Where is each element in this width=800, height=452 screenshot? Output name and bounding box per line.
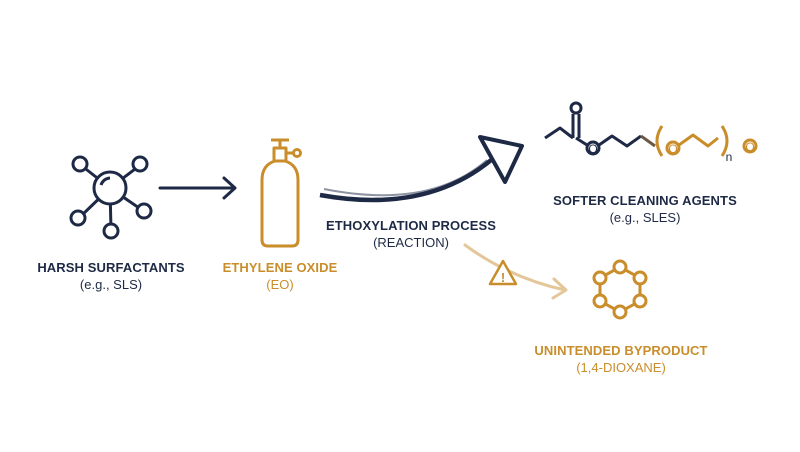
unintended-byproduct-subtitle: (1,4-DIOXANE): [576, 360, 666, 375]
molecule-icon: [69, 155, 153, 240]
harsh-surfactants-title: HARSH SURFACTANTS: [37, 260, 185, 275]
atom-label-o: O: [745, 140, 754, 154]
ethylene-oxide-subtitle: (EO): [266, 277, 294, 292]
gas-cylinder-icon: [260, 138, 302, 248]
warning-glyph: !: [501, 270, 505, 285]
arrow-to-byproduct: [463, 243, 568, 300]
unintended-byproduct-title: UNINTENDED BYPRODUCT: [534, 343, 708, 358]
arrow-to-eo: [158, 176, 237, 200]
atom-label-o: O: [588, 142, 597, 156]
ethoxylate-chain-icon: [544, 101, 758, 157]
ethoxylation-process-subtitle: (REACTION): [373, 235, 449, 250]
ethoxylation-process-title: ETHOXYLATION PROCESS: [325, 218, 497, 233]
warning-icon: !: [488, 259, 518, 286]
atom-label-o: O: [668, 142, 677, 156]
dioxane-ring-icon: [592, 259, 648, 320]
harsh-surfactants-subtitle: (e.g., SLS): [79, 277, 143, 292]
softer-cleaning-agents-title: SOFTER CLEANING AGENTS: [553, 193, 737, 208]
softer-cleaning-agents-subtitle: (e.g., SLES): [609, 210, 681, 225]
repeat-subscript: n: [726, 150, 733, 164]
ethoxylation-arrow: [319, 135, 524, 203]
ethylene-oxide-title: ETHYLENE OXIDE: [222, 260, 338, 275]
